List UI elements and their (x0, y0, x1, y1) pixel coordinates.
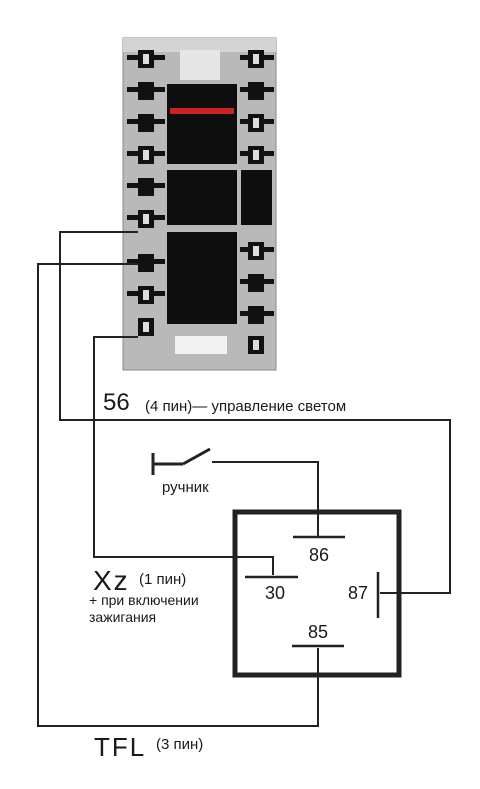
wire-xz-pin: (1 пин) (139, 571, 187, 588)
wire-xz-note: + при включении зажигания (89, 592, 199, 625)
relay-contacts (245, 535, 380, 648)
wire-xz (93, 336, 274, 575)
wire-xz-name: Xz (93, 565, 130, 596)
wire-tfl-name: TFL (94, 732, 147, 762)
relay-pin-85: 85 (308, 622, 329, 642)
relay-pin-30: 30 (265, 583, 286, 603)
handbrake-switch (151, 447, 211, 475)
wire-56-note: (4 пин)— управление светом (145, 398, 347, 415)
wire-switch (212, 461, 319, 537)
connector (122, 37, 277, 371)
wire-56-number: 56 (103, 389, 130, 416)
relay-pin-86: 86 (309, 545, 330, 565)
wire-tfl (37, 263, 319, 727)
wire-56 (59, 231, 451, 594)
wire-tfl-pin: (3 пин) (156, 736, 204, 753)
relay-pin-87: 87 (348, 583, 369, 603)
red-wire-glimpse (170, 108, 234, 114)
switch-label: ручник (162, 479, 209, 496)
relay-box (232, 509, 402, 678)
